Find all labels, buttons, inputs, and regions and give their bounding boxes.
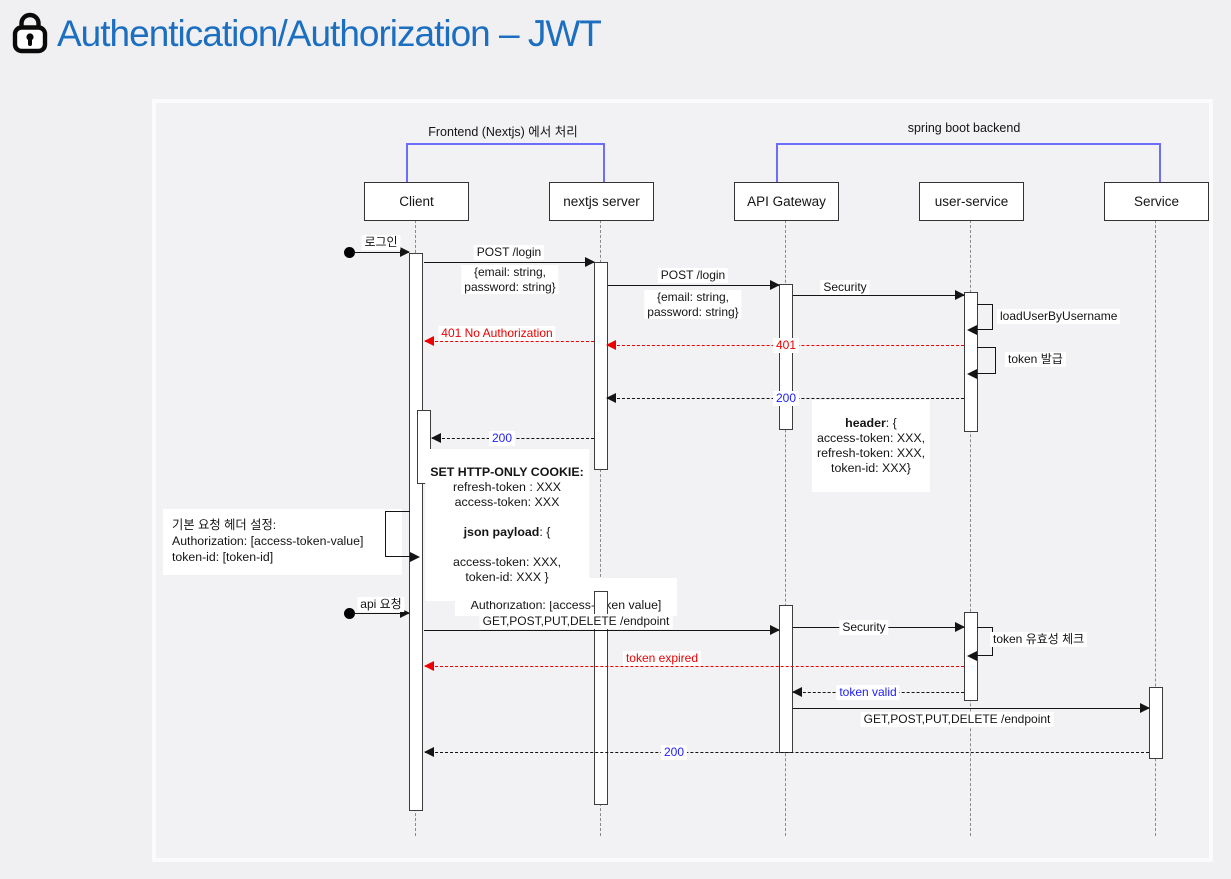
found-message-dot: [344, 247, 355, 258]
lock-icon: [12, 12, 48, 54]
message-200-3-label: 200: [660, 745, 688, 760]
message-api-trigger-line: [353, 608, 410, 619]
message-token-expired-label: token expired: [622, 651, 702, 666]
cookie-block: SET HTTP-ONLY COOKIE: refresh-token : XX…: [425, 449, 589, 601]
frontend-group-label: Frontend (Nextjs) 에서 처리: [428, 125, 578, 139]
participant-service: Service: [1104, 182, 1209, 221]
cookie-payload: access-token: XXX, token-id: XXX }: [452, 555, 562, 584]
selfloop-client-headers: [385, 511, 420, 562]
response-header-block: header: { access-token: XXX, refresh-tok…: [811, 400, 931, 492]
participant-api-gateway: API Gateway: [734, 182, 839, 221]
lifeline-user-service: [970, 220, 971, 836]
message-token-expired-line: [424, 661, 964, 672]
found-message-dot-2: [344, 608, 355, 619]
message-401-full-line: [424, 336, 594, 347]
message-post-login-1-label: POST /login: [473, 245, 545, 260]
message-get-endpoint-1-label: GET,POST,PUT,DELETE /endpoint: [479, 614, 673, 629]
cookie-title: SET HTTP-ONLY COOKIE:: [430, 465, 584, 479]
activation-apigw-1: [779, 284, 793, 430]
activation-service: [1149, 687, 1163, 759]
message-get-endpoint-2-label: GET,POST,PUT,DELETE /endpoint: [860, 712, 1054, 727]
message-200-1-label: 200: [772, 391, 800, 406]
note-default-headers-text: 기본 요청 헤더 설정: Authorization: [access-toke…: [172, 518, 364, 564]
cookie-json-bold: json payload: [463, 525, 540, 539]
response-header-body: access-token: XXX, refresh-token: XXX, t…: [816, 431, 926, 475]
participant-user-service: user-service: [919, 182, 1024, 221]
lifeline-nextjs-server: [600, 220, 601, 836]
frontend-group-bracket: [406, 143, 605, 182]
message-get-endpoint-2-line: [793, 703, 1150, 714]
message-401-full-label: 401 No Authorization: [438, 326, 556, 341]
activation-apigw-2: [779, 605, 793, 753]
message-get-endpoint-1-line: [424, 625, 780, 636]
activation-userservice-1: [964, 292, 978, 432]
message-200-2-label: 200: [488, 431, 516, 446]
message-api-trigger-label: api 요청: [357, 597, 405, 612]
message-200-3-line: [424, 747, 1149, 758]
selfloop-token-check-label: token 유효성 체크: [990, 632, 1088, 647]
message-security-2-label: Security: [839, 620, 889, 635]
message-post-login-1-body: {email: string, password: string}: [461, 265, 559, 294]
backend-group-label: spring boot backend: [907, 121, 1021, 135]
diagram-panel: [152, 99, 1213, 862]
message-post-login-2-label: POST /login: [657, 268, 729, 283]
participant-nextjs-server: nextjs server: [549, 182, 654, 221]
selfloop-token-issue: [967, 347, 996, 379]
selfloop-load-user-label: loadUserByUsername: [997, 309, 1121, 324]
selfloop-load-user: [967, 304, 993, 335]
backend-group-bracket: [776, 143, 1161, 182]
message-post-login-1-line: [424, 257, 595, 268]
cookie-json-rest: : {: [539, 525, 551, 539]
response-header-bold: header: [845, 416, 886, 430]
message-security-1-line: [793, 290, 965, 301]
lifeline-api-gateway: [785, 220, 786, 836]
activation-nextjs-2: [594, 591, 608, 805]
message-token-valid-label: token valid: [836, 685, 900, 700]
lifeline-service: [1155, 220, 1156, 836]
selfloop-token-issue-label: token 발급: [1005, 352, 1066, 367]
message-login-trigger-label: 로그인: [361, 235, 401, 250]
message-post-login-2-body: {email: string, password: string}: [644, 290, 742, 319]
participant-client: Client: [364, 182, 469, 221]
response-header-rest: : {: [885, 416, 897, 430]
activation-nextjs-1: [594, 262, 608, 470]
cookie-tokens: refresh-token : XXX access-token: XXX: [452, 480, 562, 509]
activation-client: [409, 253, 423, 811]
note-default-headers: 기본 요청 헤더 설정: Authorization: [access-toke…: [163, 509, 402, 575]
message-security-1-label: Security: [820, 280, 870, 295]
page-title: Authentication/Authorization – JWT: [57, 13, 602, 54]
message-post-login-2-line: [608, 280, 780, 291]
message-login-trigger-line: [353, 247, 410, 258]
message-401-label: 401: [772, 338, 800, 353]
